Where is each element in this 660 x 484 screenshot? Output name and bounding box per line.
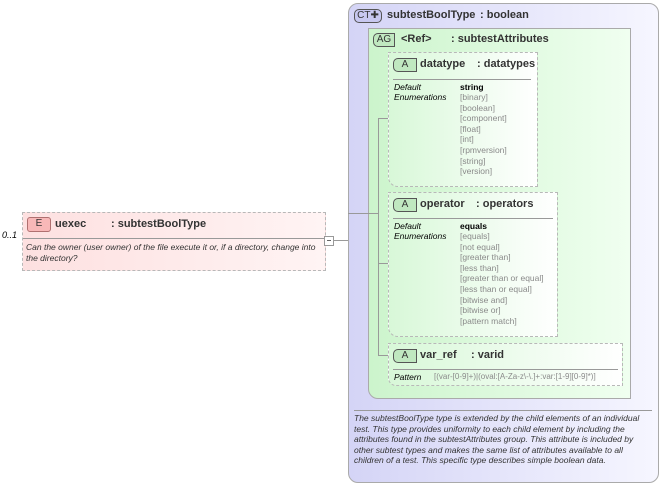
element-type: : subtestBoolType: [111, 218, 207, 230]
attribute-tag-icon: A: [393, 58, 417, 72]
attribute-type: : varid: [471, 349, 505, 361]
element-description: Can the owner (user owner) of the file e…: [26, 242, 316, 263]
complex-type-tag-icon: CT✚: [354, 9, 382, 23]
complex-type-name: subtestBoolType: [387, 9, 476, 21]
attribute-name: datatype: [420, 58, 466, 70]
element-name: uexec: [55, 218, 87, 230]
pattern-label: Pattern: [394, 372, 422, 382]
attribute-name: var_ref: [420, 349, 457, 361]
attribute-operator[interactable]: A operator : operators Default Enumerati…: [388, 192, 558, 337]
enumerations-label: Enumerations: [394, 92, 447, 102]
attribute-var-ref[interactable]: A var_ref : varid Pattern [(var-[0-9]+)|…: [388, 343, 623, 386]
default-label: Default: [394, 82, 421, 92]
complex-type-base: : boolean: [480, 9, 529, 21]
collapse-toggle[interactable]: [324, 236, 334, 246]
default-value: string: [460, 82, 484, 92]
attribute-tag-icon: A: [393, 198, 417, 212]
attribute-datatype[interactable]: A datatype : datatypes Default Enumerati…: [388, 52, 538, 187]
enumerations-label: Enumerations: [394, 231, 447, 241]
cardinality: 0..1: [2, 230, 18, 240]
attribute-type: : operators: [476, 198, 534, 210]
default-value: equals: [460, 221, 487, 231]
attribute-group-type: : subtestAttributes: [451, 33, 549, 45]
pattern-value: [(var-[0-9]+)|(oval:[A-Za-z\-\.]+:var:[1…: [434, 372, 596, 381]
complex-type-description: The subtestBoolType type is extended by …: [354, 413, 640, 466]
element-tag-icon: E: [27, 217, 51, 232]
attribute-tag-icon: A: [393, 349, 417, 363]
element-box[interactable]: E uexec : subtestBoolType Can the owner …: [22, 212, 326, 271]
attribute-type: : datatypes: [477, 58, 536, 70]
attribute-group-name: <Ref>: [401, 33, 432, 45]
attribute-group-tag-icon: AG: [373, 33, 395, 47]
default-label: Default: [394, 221, 421, 231]
attribute-name: operator: [420, 198, 465, 210]
enumeration-list: [equals][not equal][greater than][less t…: [460, 231, 544, 326]
enumeration-list: [binary][boolean][component][float][int]…: [460, 92, 507, 177]
